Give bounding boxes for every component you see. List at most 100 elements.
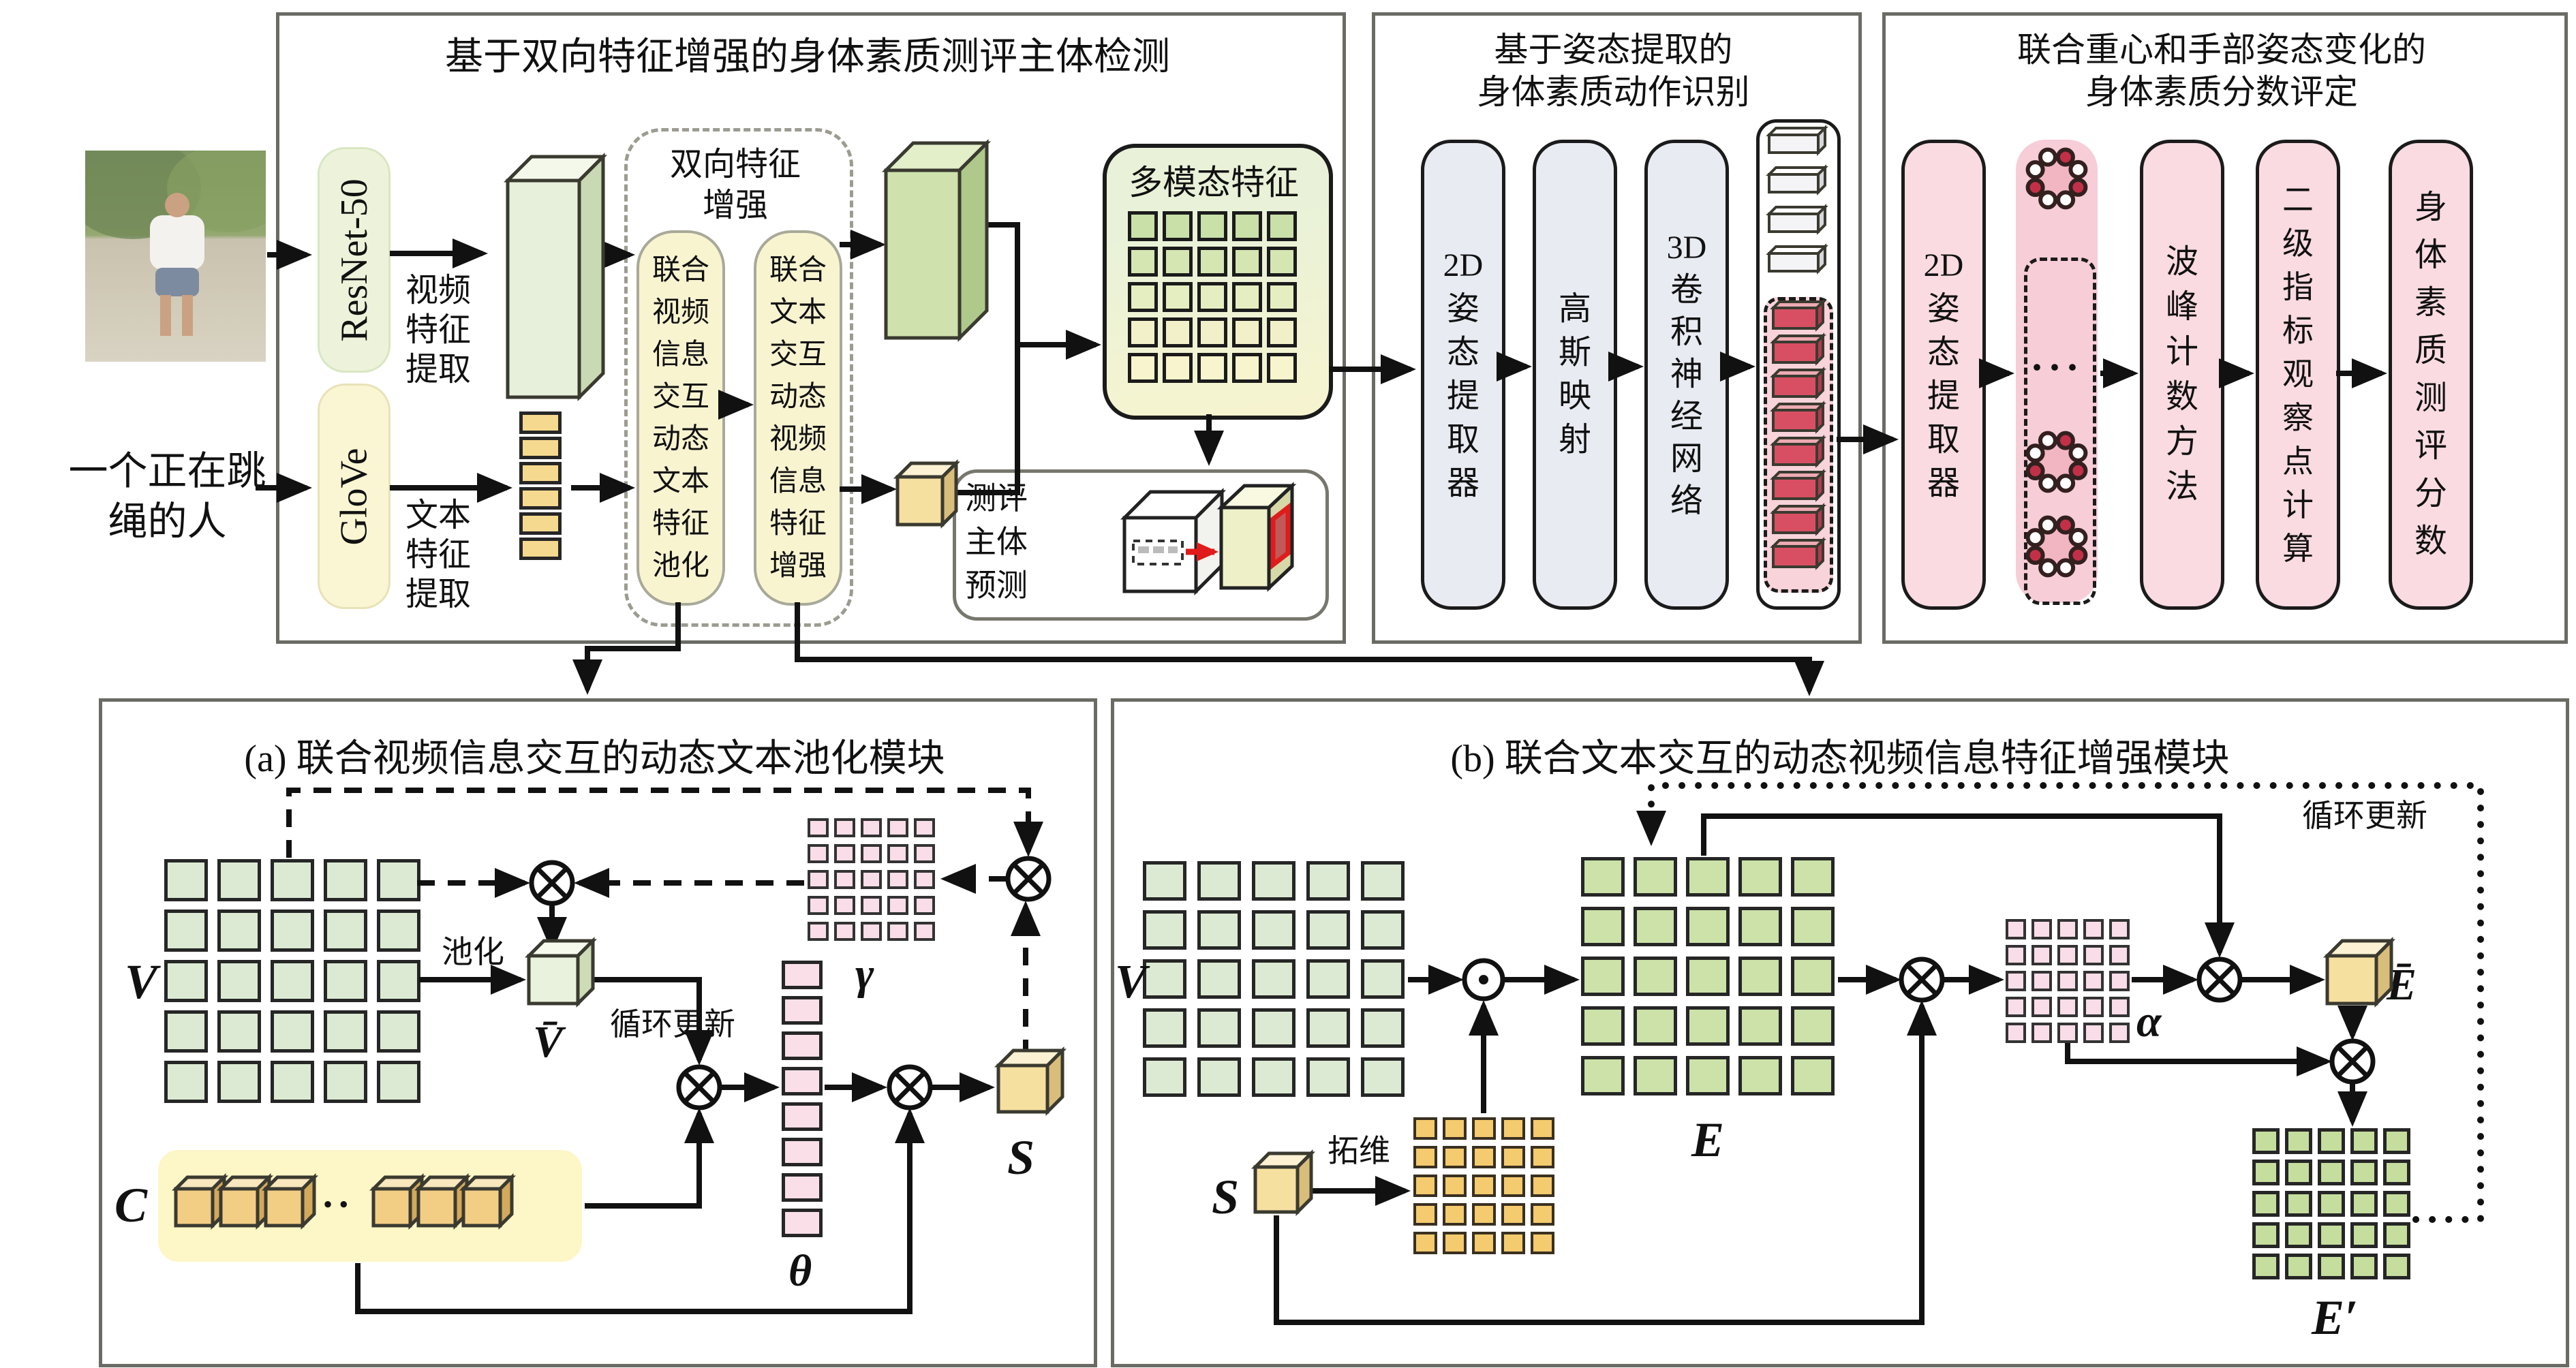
grid-cell: [1531, 1146, 1554, 1168]
grid-cell: [271, 960, 314, 1002]
grid-cell: [1581, 857, 1625, 897]
grid-cell: [834, 922, 855, 941]
grid-cell: [2057, 919, 2078, 939]
grid-cell: [1791, 1056, 1835, 1095]
grid-cell: [1531, 1117, 1554, 1140]
grid-cell: [1252, 861, 1295, 901]
grid-cell: [2383, 1222, 2410, 1248]
grid-cell: [2252, 1160, 2280, 1185]
grid-cell: [1443, 1203, 1467, 1226]
grid-cell: [2285, 1191, 2312, 1217]
grid-cell: [1443, 1146, 1467, 1168]
input-photo-jump-rope: [85, 151, 266, 362]
grid-cell: [861, 896, 882, 915]
grid-cell: [271, 859, 314, 901]
grid-cell: [217, 859, 261, 901]
label-ebar: Ē: [2387, 960, 2417, 1010]
grid-cell: [1143, 861, 1186, 901]
grid-cell: [1531, 1175, 1554, 1197]
grid-cell: [217, 1061, 261, 1103]
text-feature-vector: [519, 411, 562, 560]
grid-cell: [834, 818, 855, 837]
pill-fitness-score-label: 身体素质测评分数: [2414, 189, 2447, 559]
grid-cell: [887, 844, 908, 863]
pill-text-enhance: 联合文本交互动态视频信息特征增强: [754, 230, 842, 606]
grid-cell: [1361, 1057, 1405, 1097]
grid-cell: [1686, 957, 1730, 996]
grid-cell: [1163, 247, 1193, 277]
grid-cell: [1232, 247, 1262, 277]
grid-cell: [2031, 971, 2052, 991]
matrix-gamma: [808, 818, 935, 941]
grid-cell: [1252, 1008, 1295, 1048]
grid-cell: [1197, 211, 1227, 241]
grid-cell: [861, 922, 882, 941]
grid-cell: [1306, 861, 1350, 901]
grid-cell: [1634, 1056, 1677, 1095]
grid-cell: [1197, 1008, 1241, 1048]
grid-cell: [1361, 861, 1405, 901]
grid-cell: [2109, 919, 2130, 939]
matrix-eprime: [2252, 1128, 2410, 1279]
loop-update-label-b: 循环更新: [2302, 798, 2427, 833]
grid-cell: [1686, 1056, 1730, 1095]
red-bar-dashed-box: [1764, 297, 1833, 593]
grid-cell: [324, 910, 367, 952]
grid-cell: [1163, 211, 1193, 241]
loop-update-label-a: 循环更新: [610, 1007, 735, 1042]
pill-2d-pose-extractor: 2D姿态提取器: [1421, 140, 1505, 610]
video-feature-label: 视频特征提取: [405, 273, 471, 388]
grid-cell: [519, 411, 562, 434]
grid-cell: [2083, 919, 2104, 939]
grid-cell: [1634, 857, 1677, 897]
panel2-title-line1: 基于姿态提取的: [1494, 31, 1733, 69]
matrix-v-a: [164, 859, 420, 1103]
grid-cell: [2285, 1254, 2312, 1279]
grid-cell: [1306, 959, 1350, 999]
grid-cell: [2057, 971, 2078, 991]
grid-cell: [2252, 1191, 2280, 1217]
pill-peak-counting-label: 波峰计数方法: [2165, 244, 2198, 505]
grid-cell: [887, 870, 908, 889]
grid-cell: [1686, 907, 1730, 946]
grid-cell: [2109, 945, 2130, 965]
grid-cell: [217, 1010, 261, 1053]
panel3-title-line2: 身体素质分数评定: [2085, 73, 2358, 111]
grid-cell: [1252, 959, 1295, 999]
person-leg: [160, 295, 171, 336]
grid-cell: [1472, 1117, 1496, 1140]
grid-cell: [1686, 1006, 1730, 1046]
grid-cell: [1581, 1006, 1625, 1046]
grid-cell: [1232, 317, 1262, 347]
grid-cell: [782, 1138, 823, 1166]
grid-cell: [1128, 282, 1158, 312]
grid-cell: [1361, 910, 1405, 950]
grid-cell: [1197, 282, 1227, 312]
pill-video-pooling-label: 联合视频信息交互动态文本特征池化: [651, 254, 709, 582]
grid-cell: [1413, 1203, 1437, 1226]
grid-cell: [271, 1061, 314, 1103]
grid-cell: [1197, 1057, 1241, 1097]
grid-cell: [1581, 907, 1625, 946]
grid-cell: [808, 922, 829, 941]
expand-dim-label: 拓维: [1328, 1134, 1390, 1168]
grid-cell: [2031, 1023, 2052, 1043]
grid-cell: [782, 1067, 823, 1095]
grid-cell: [1472, 1175, 1496, 1197]
grid-cell: [808, 844, 829, 863]
grid-cell: [2350, 1222, 2378, 1248]
grid-cell: [324, 1061, 367, 1103]
grid-cell: [2031, 945, 2052, 965]
label-s-b: S: [1212, 1170, 1240, 1224]
grid-cell: [1581, 1056, 1625, 1095]
grid-cell: [519, 437, 562, 459]
grid-cell: [2318, 1160, 2345, 1185]
grid-cell: [1738, 857, 1782, 897]
pill-text-enhance-label: 联合文本交互动态视频信息特征增强: [769, 254, 827, 582]
grid-cell: [2057, 945, 2078, 965]
grid-cell: [1197, 247, 1227, 277]
grid-cell: [2083, 997, 2104, 1017]
grid-cell: [808, 818, 829, 837]
grid-cell: [1361, 1008, 1405, 1048]
grid-cell: [271, 1010, 314, 1053]
